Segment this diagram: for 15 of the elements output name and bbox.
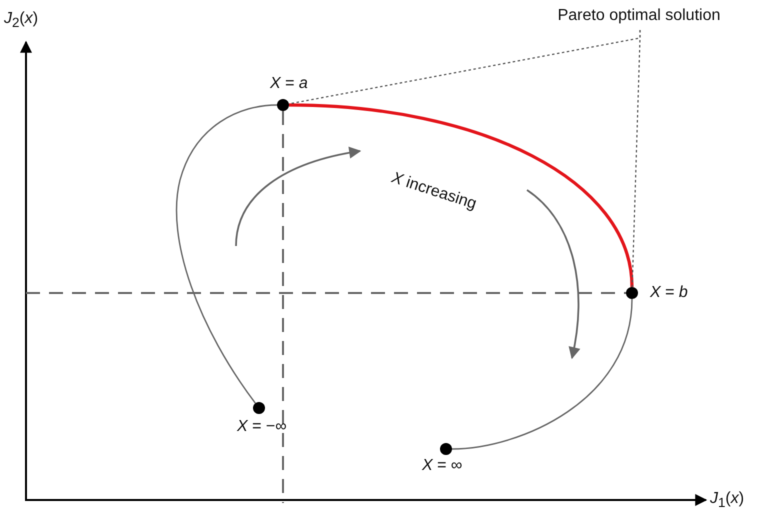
point-marker xyxy=(440,443,452,455)
curve-segment xyxy=(176,104,278,404)
point-label: X = ∞ xyxy=(422,456,462,476)
axis-label: J$_{2}$(x) xyxy=(4,9,38,32)
point-label: X = −∞ xyxy=(237,417,287,437)
point-marker xyxy=(253,402,265,414)
curve-segment xyxy=(288,103,634,288)
point-label: X = b xyxy=(650,283,688,303)
point-label: X = a xyxy=(270,74,308,94)
leader-line xyxy=(632,30,641,288)
curve-segment xyxy=(452,298,633,450)
point-marker xyxy=(277,99,289,111)
axis-label: J$_{1}$(x) xyxy=(710,489,744,512)
point-marker xyxy=(626,287,638,299)
annotation-label: Pareto optimal solution xyxy=(530,6,748,26)
